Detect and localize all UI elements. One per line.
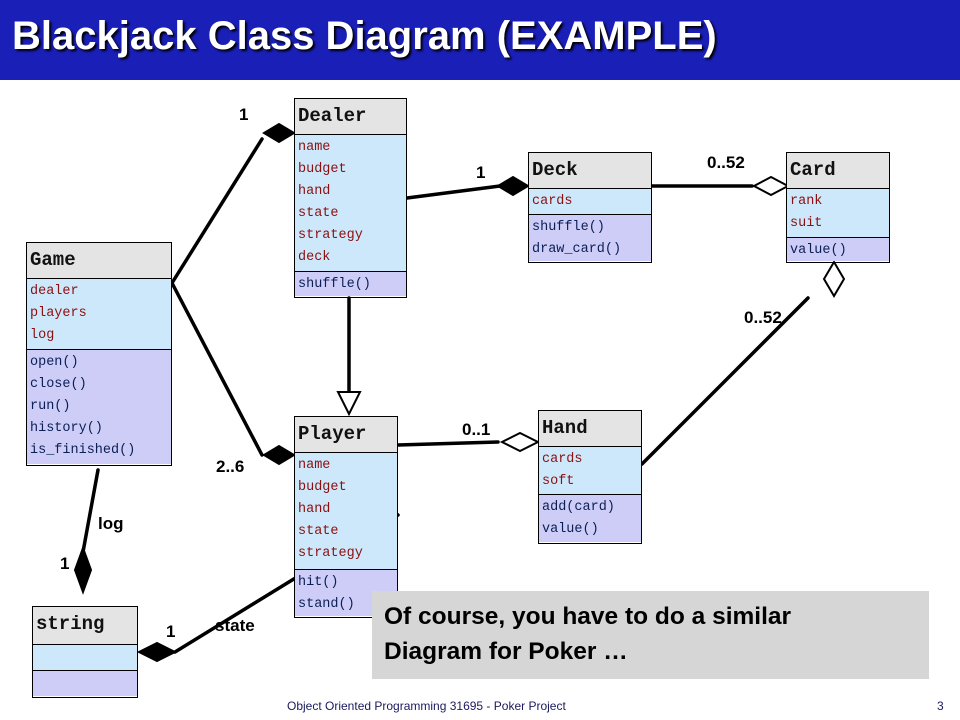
composition-diamond-player (262, 444, 296, 466)
operation: add(card) (542, 500, 615, 515)
attribute: players (30, 306, 87, 321)
title-bar: Blackjack Class Diagram (EXAMPLE) (0, 0, 960, 80)
attribute: name (298, 140, 331, 155)
link-game-string (81, 468, 100, 554)
attribute: soft (542, 474, 575, 489)
class-game-attributes: dealer players log (27, 279, 171, 350)
attribute: state (298, 524, 339, 539)
attribute: cards (542, 452, 583, 467)
class-dealer-operations: shuffle() (295, 272, 406, 296)
attribute: name (298, 458, 331, 473)
class-deck-attributes: cards (529, 189, 651, 215)
operation: draw_card() (532, 242, 622, 257)
multiplicity-game-player: 2..6 (216, 457, 245, 476)
operation: history() (30, 421, 103, 436)
operation: shuffle() (532, 220, 605, 235)
class-player-name: Player (295, 417, 397, 453)
class-dealer: Dealer name budget hand state strategy d… (294, 98, 407, 298)
attribute: suit (790, 216, 823, 231)
attribute: budget (298, 480, 347, 495)
composition-diamond-dealer (262, 122, 296, 144)
generalization-arrowhead (336, 391, 362, 417)
class-string: string (32, 606, 138, 698)
attribute: strategy (298, 228, 363, 243)
class-string-operations (33, 671, 137, 696)
class-deck: Deck cards shuffle() draw_card() (528, 152, 652, 263)
multiplicity-player-hand: 0..1 (462, 420, 491, 439)
class-game-operations: open() close() run() history() is_finish… (27, 350, 171, 464)
attribute: strategy (298, 546, 363, 561)
attribute: rank (790, 194, 823, 209)
class-hand: Hand cards soft add(card) value() (538, 410, 642, 544)
attribute: dealer (30, 284, 79, 299)
class-card: Card rank suit value() (786, 152, 890, 263)
attribute: deck (298, 250, 331, 265)
operation: stand() (298, 597, 355, 612)
class-hand-operations: add(card) value() (539, 495, 641, 542)
operation: run() (30, 399, 71, 414)
multiplicity-player-state-string: 1 (166, 622, 176, 641)
link-player-hand (396, 440, 500, 447)
class-game: Game dealer players log open() close() r… (26, 242, 172, 466)
note-box: Of course, you have to do a similar Diag… (372, 591, 929, 679)
class-card-attributes: rank suit (787, 189, 889, 238)
role-label-log: log (98, 514, 124, 533)
link-hand-card (640, 296, 810, 466)
class-string-attributes (33, 645, 137, 671)
class-string-name: string (33, 607, 137, 645)
operation: hit() (298, 575, 339, 590)
link-game-dealer (170, 137, 264, 285)
class-deck-name: Deck (529, 153, 651, 189)
class-dealer-name: Dealer (295, 99, 406, 135)
class-hand-attributes: cards soft (539, 447, 641, 495)
operation: value() (542, 522, 599, 537)
role-label-state: state (215, 616, 255, 635)
composition-diamond-deck (496, 175, 530, 197)
attribute: budget (298, 162, 347, 177)
multiplicity-game-log-string: 1 (60, 554, 70, 573)
attribute: log (30, 328, 55, 343)
class-hand-name: Hand (539, 411, 641, 447)
footer-text: Object Oriented Programming 31695 - Poke… (287, 699, 566, 713)
multiplicity-game-dealer: 1 (239, 105, 249, 124)
note-line-2: Diagram for Poker … (384, 638, 628, 665)
link-dealer-deck (405, 184, 502, 200)
aggregation-diamond-hand (499, 431, 541, 453)
operation: close() (30, 377, 87, 392)
operation: open() (30, 355, 79, 370)
multiplicity-deck-card: 0..52 (707, 153, 745, 172)
composition-diamond-string-log (73, 545, 93, 595)
attribute: hand (298, 502, 331, 517)
multiplicity-hand-card: 0..52 (744, 308, 782, 327)
note-line-1: Of course, you have to do a similar (384, 603, 792, 630)
slide-title: Blackjack Class Diagram (EXAMPLE) (12, 14, 717, 58)
class-player: Player name budget hand state strategy h… (294, 416, 398, 618)
attribute: cards (532, 194, 573, 209)
composition-diamond-string-state (136, 641, 178, 663)
page-number: 3 (937, 699, 944, 713)
multiplicity-dealer-deck: 1 (476, 163, 486, 182)
aggregation-diamond-card-hand (822, 260, 846, 298)
class-dealer-attributes: name budget hand state strategy deck (295, 135, 406, 272)
class-game-name: Game (27, 243, 171, 279)
class-player-attributes: name budget hand state strategy (295, 453, 397, 570)
class-deck-operations: shuffle() draw_card() (529, 215, 651, 261)
operation: shuffle() (298, 277, 371, 292)
aggregation-diamond-card-deck (751, 175, 791, 197)
class-card-operations: value() (787, 238, 889, 261)
operation: value() (790, 243, 847, 258)
operation: is_finished() (30, 443, 136, 458)
attribute: state (298, 206, 339, 221)
link-game-player (170, 281, 264, 457)
attribute: hand (298, 184, 331, 199)
class-card-name: Card (787, 153, 889, 189)
